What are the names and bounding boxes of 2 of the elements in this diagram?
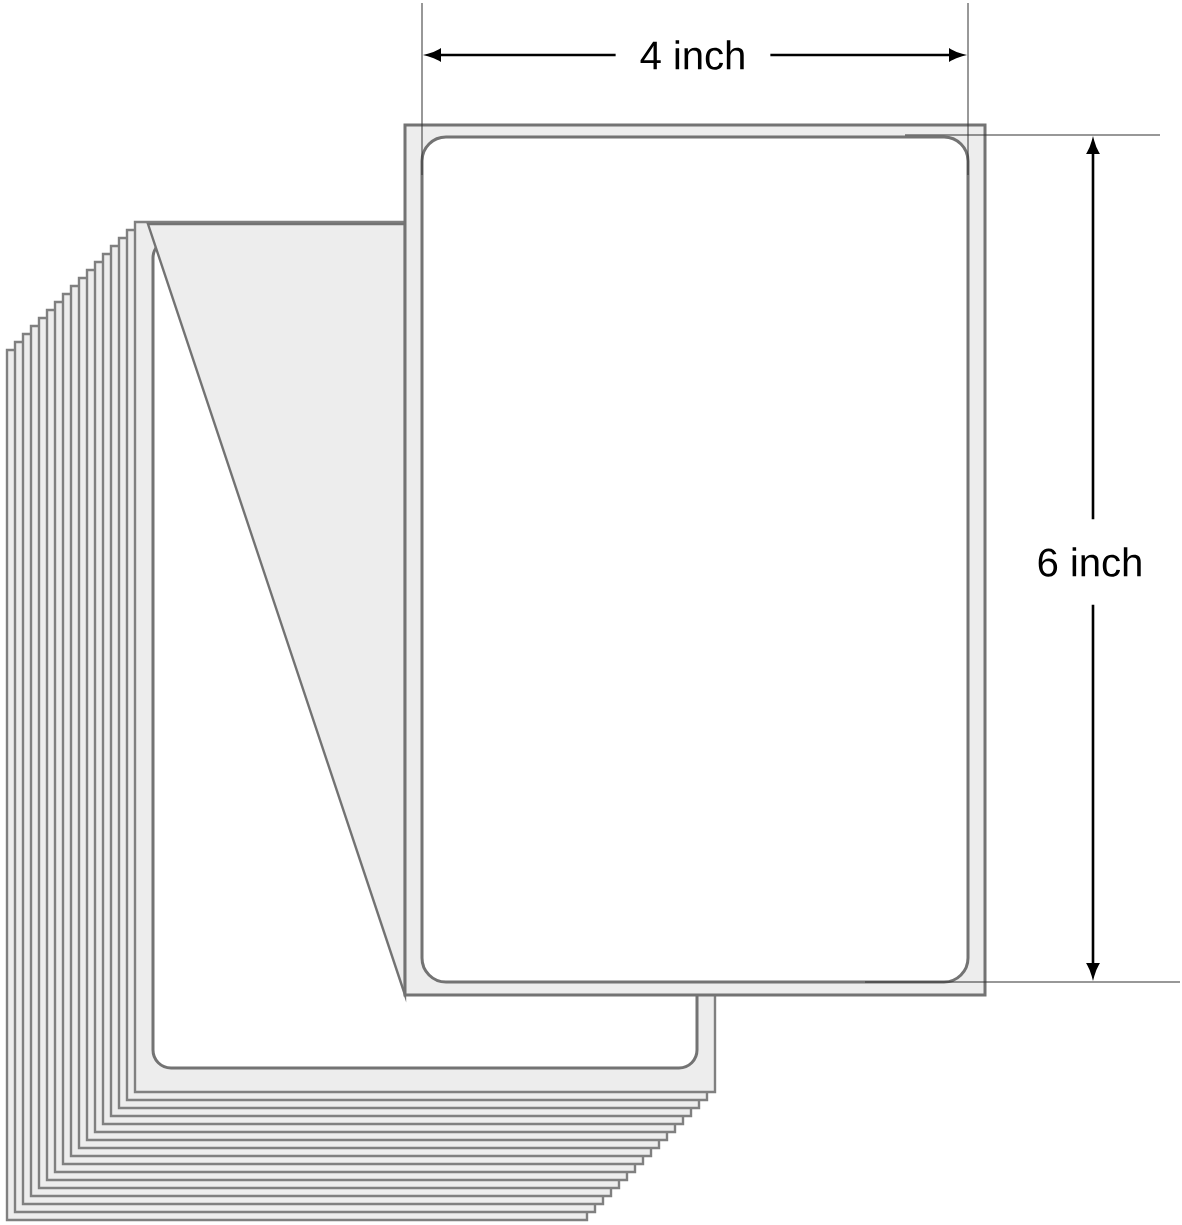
dimension-label: 6 inch [1030,519,1150,605]
dimension-label: 4 inch [615,34,771,76]
